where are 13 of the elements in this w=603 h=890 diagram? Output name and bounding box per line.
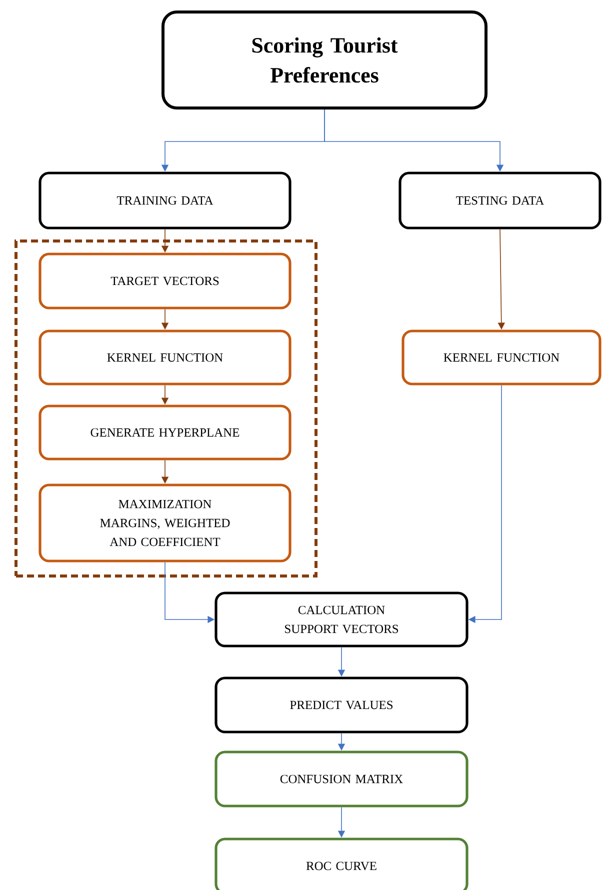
process-box: GENERATE HYPERPLANE <box>38 404 292 460</box>
process-box: CONFUSION MATRIX <box>214 750 468 808</box>
dashed-group-box <box>14 240 318 578</box>
process-box: MAXIMIZATION MARGINS, WEIGHTED AND COEFFICIENT <box>38 484 292 562</box>
process-box: TESTING DATA <box>398 172 602 230</box>
process-box: ROC CURVE <box>214 838 468 890</box>
title-box: Scoring Tourist Preferences <box>162 10 488 110</box>
process-box: TARGET VECTORS <box>38 252 292 310</box>
process-box: KERNEL FUNCTION <box>402 330 602 386</box>
process-box: KERNEL FUNCTION <box>38 330 292 386</box>
process-box: PREDICT VALUES <box>214 676 468 734</box>
process-box: CALCULATION SUPPORT VECTORS <box>214 592 468 648</box>
process-box: TRAINING DATA <box>38 172 292 230</box>
